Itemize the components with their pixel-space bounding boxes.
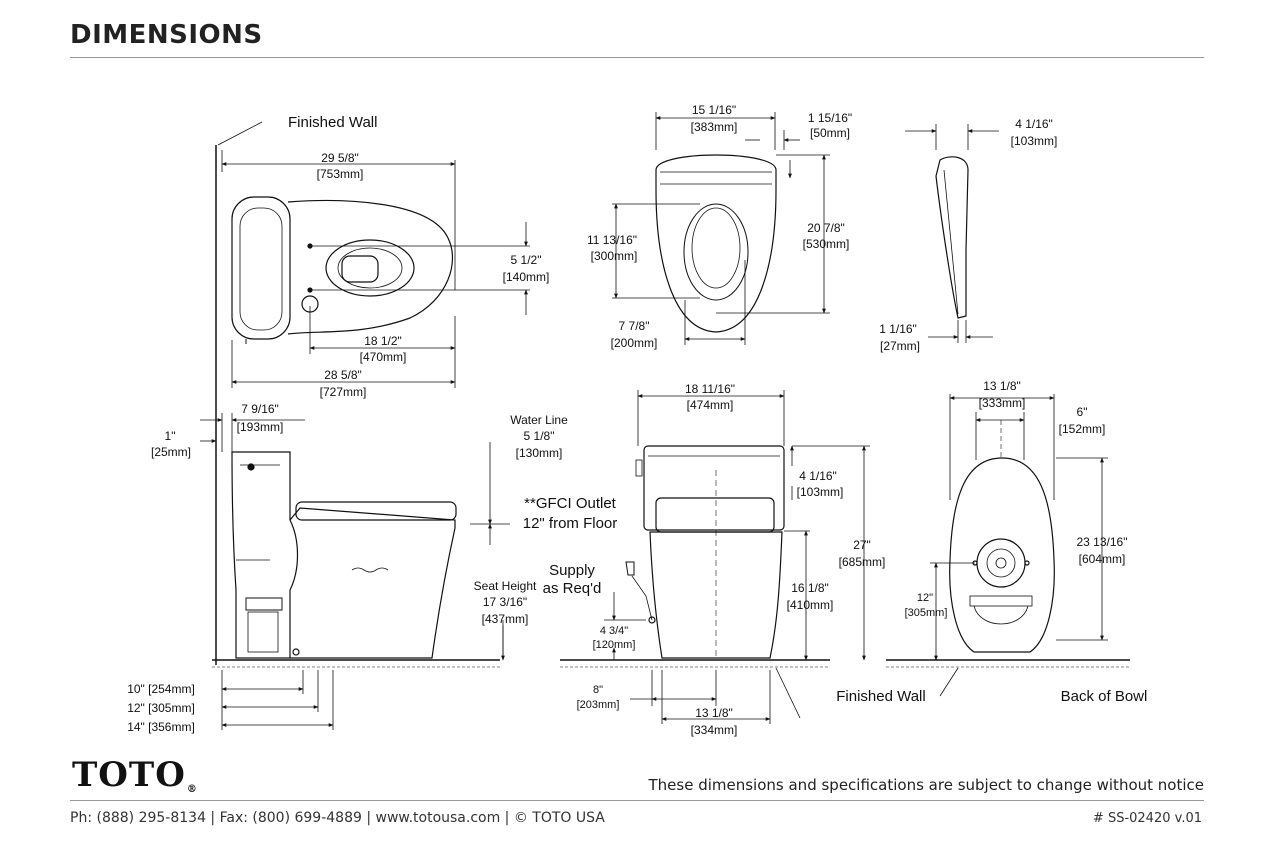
side-seat-shape [295, 501, 457, 521]
base-width-label: 13 1/8" [695, 706, 733, 720]
rim-height-mm: [410mm] [787, 598, 834, 612]
side-thick-mm: [27mm] [880, 339, 920, 353]
outlet-height-mm: [305mm] [905, 607, 948, 619]
document-number: # SS-02420 v.01 [1092, 811, 1202, 826]
seat-length-label: 20 7/8" [807, 221, 845, 235]
side-elevation [212, 451, 500, 668]
disclaimer-text: These dimensions and specifications are … [648, 776, 1205, 794]
back-bowl-shape [949, 457, 1055, 653]
rough-12-label: 12" [305mm] [127, 701, 195, 715]
top-view [215, 121, 454, 665]
wall-gap-mm: [25mm] [151, 445, 191, 459]
base-width-mm: [334mm] [691, 723, 738, 737]
bowl-length-mm: [727mm] [320, 385, 367, 399]
header-rule [70, 57, 1204, 58]
rim-height-label: 16 1/8" [791, 581, 829, 595]
rough-in-mm: [470mm] [360, 350, 407, 364]
seat-top-dimensions [612, 112, 830, 345]
registered-mark: ® [186, 784, 198, 795]
page-title: DIMENSIONS [70, 20, 263, 50]
water-line-mm: [130mm] [516, 446, 563, 460]
finished-wall-top-label: Finished Wall [288, 114, 377, 131]
top-tank-shape [231, 196, 291, 340]
side-tank-shape [231, 451, 299, 659]
supply-line1: Supply [549, 562, 595, 579]
front-tank-drop-mm: [103mm] [797, 485, 844, 499]
back-half-mm: [152mm] [1059, 422, 1106, 436]
mount-spacing-mm: [140mm] [503, 270, 550, 284]
back-height-mm: [604mm] [1079, 552, 1126, 566]
seat-top-view [655, 154, 777, 333]
seat-offset-mm: [50mm] [810, 126, 850, 140]
seat-height-title: Seat Height [474, 579, 537, 593]
total-height-mm: [685mm] [839, 555, 886, 569]
front-width-label: 18 11/16" [685, 382, 735, 396]
rough-in-label: 18 1/2" [364, 334, 402, 348]
front-elevation-dimensions [604, 390, 870, 724]
side-height-label: 4 1/16" [1015, 117, 1053, 131]
seat-opening-mm: [300mm] [591, 249, 638, 263]
back-height-label: 23 13/16" [1077, 535, 1128, 549]
water-line-title: Water Line [510, 413, 568, 427]
seat-offset-label: 1 15/16" [808, 111, 852, 125]
back-width-label: 13 1/8" [983, 379, 1021, 393]
top-length-mm: [753mm] [317, 167, 364, 181]
side-thick-label: 1 1/16" [879, 322, 917, 336]
front-bowl-shape [649, 531, 783, 659]
top-view-dimensions [221, 150, 530, 388]
footer-rule [70, 800, 1204, 801]
contact-info: Ph: (888) 295-8134 | Fax: (800) 699-4889… [70, 810, 605, 826]
supply-height-mm: [120mm] [593, 639, 636, 651]
rough-14-label: 14" [356mm] [127, 720, 195, 734]
seat-width-mm: [383mm] [691, 120, 738, 134]
water-line-label: 5 1/8" [524, 429, 555, 443]
seat-side-outline [935, 156, 969, 319]
front-seat-shape [655, 497, 775, 533]
brand-logo: TOTO® [72, 755, 198, 795]
bowl-length-label: 28 5/8" [324, 368, 362, 382]
supply-offset-mm: [203mm] [577, 699, 620, 711]
seat-side-view [935, 156, 969, 319]
seat-opening-label: 11 13/16" [587, 233, 637, 247]
supply-offset-label: 8" [593, 684, 603, 696]
seat-height-mm: [437mm] [482, 612, 529, 626]
outlet-height-label: 12" [917, 592, 933, 604]
supply-line2: as Req'd [543, 580, 602, 597]
front-width-mm: [474mm] [687, 398, 734, 412]
side-height-mm: [103mm] [1011, 134, 1058, 148]
seat-front-label: 7 7/8" [619, 319, 650, 333]
seat-width-label: 15 1/16" [692, 103, 736, 117]
back-of-bowl-dimensions [930, 394, 1108, 697]
front-elevation [560, 445, 830, 668]
back-of-bowl-view [886, 420, 1130, 668]
seat-length-mm: [530mm] [803, 237, 850, 251]
tank-depth-label: 7 9/16" [241, 402, 279, 416]
supply-height-label: 4 3/4" [600, 625, 628, 637]
seat-outline [655, 154, 777, 333]
top-length-label: 29 5/8" [321, 151, 359, 165]
rough-10-label: 10" [254mm] [127, 682, 195, 696]
mount-spacing-label: 5 1/2" [511, 253, 542, 267]
seat-side-dimensions [905, 124, 999, 343]
total-height-label: 27" [853, 538, 871, 552]
side-elevation-dimensions [200, 413, 510, 730]
top-bowl-shape [287, 199, 454, 335]
wall-gap-label: 1" [165, 429, 176, 443]
gfci-line2: 12" from Floor [523, 515, 618, 532]
gfci-line1: **GFCI Outlet [524, 495, 617, 512]
back-width-mm: [333mm] [979, 396, 1026, 410]
seat-height-label: 17 3/16" [483, 595, 527, 609]
back-half-label: 6" [1077, 405, 1088, 419]
finished-wall-bottom-label: Finished Wall [836, 688, 925, 705]
seat-front-mm: [200mm] [611, 336, 658, 350]
back-of-bowl-label: Back of Bowl [1061, 688, 1148, 705]
side-bowl-shape [289, 507, 456, 659]
front-tank-drop-label: 4 1/16" [799, 469, 837, 483]
tank-depth-mm: [193mm] [237, 420, 284, 434]
brand-name: TOTO [72, 755, 186, 795]
front-tank-shape [643, 445, 785, 531]
